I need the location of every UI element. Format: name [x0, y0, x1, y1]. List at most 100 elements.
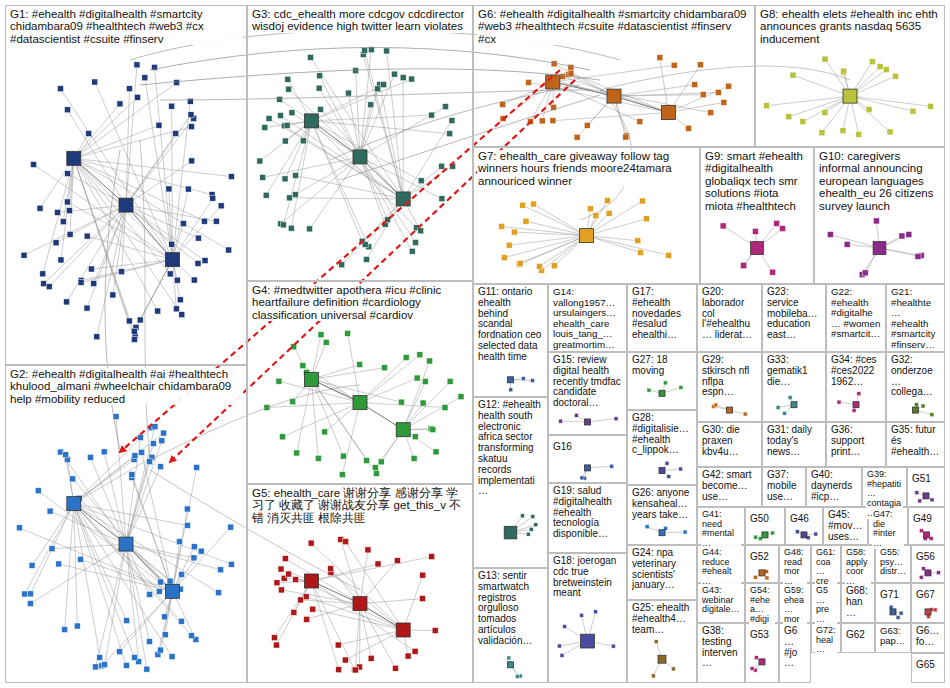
edge-line — [366, 199, 403, 259]
vertex-dot — [906, 232, 912, 238]
group-box: G16 — [548, 435, 627, 483]
vertex-dot — [180, 221, 186, 227]
vertex-dot — [771, 531, 775, 535]
edge-line — [126, 544, 221, 570]
edge-line — [387, 51, 404, 199]
edge-line — [126, 134, 176, 206]
group-heading: G71 — [879, 590, 900, 601]
group-box: G55: psy… distr… — [875, 545, 911, 583]
vertex-dot — [708, 110, 714, 116]
vertex-dot — [692, 82, 698, 88]
vertex-dot — [339, 472, 345, 478]
vertex-dot — [303, 594, 309, 600]
group-box: G47: die #inter… — [868, 507, 908, 545]
vertex-dot — [754, 656, 758, 660]
group-box: G2: #ehealth #digitalhealth #ai #healtht… — [5, 365, 247, 683]
vertex-dot — [66, 208, 72, 214]
hub-vertex — [727, 407, 733, 413]
vertex-dot — [226, 247, 232, 253]
group-box: G9: smart #ehealth #digitalhealth global… — [700, 147, 814, 284]
group-heading: G67 — [915, 590, 936, 601]
group-heading: G49 — [912, 514, 933, 525]
vertex-dot — [368, 102, 374, 108]
hub-vertex — [165, 253, 179, 267]
group-box: G15: review digital health recently tmdf… — [548, 352, 627, 435]
edge-line — [126, 544, 139, 662]
vertex-dot — [188, 124, 194, 130]
edge-line — [126, 205, 205, 260]
vertex-dot — [774, 220, 780, 226]
vertex-dot — [277, 96, 283, 102]
group-heading: G23: service mobileba… education east… — [766, 287, 822, 341]
vertex-dot — [638, 250, 644, 256]
group-heading: G38: testing interven… — [701, 626, 741, 669]
hub-vertex — [67, 151, 81, 165]
edge-line — [74, 158, 232, 176]
vertex-dot — [666, 252, 672, 258]
vertex-dot — [765, 576, 769, 580]
vertex-dot — [304, 616, 310, 622]
hub-vertex — [853, 402, 859, 408]
vertex-dot — [300, 138, 306, 144]
vertex-dot — [187, 98, 193, 104]
vertex-dot — [594, 610, 598, 614]
vertex-dot — [936, 571, 940, 575]
vertex-dot — [169, 103, 175, 109]
vertex-dot — [837, 400, 841, 404]
vertex-dot — [726, 83, 732, 89]
group-box: G52 — [745, 545, 779, 583]
vertex-dot — [282, 138, 288, 144]
vertex-dot — [520, 202, 526, 208]
vertex-dot — [574, 413, 578, 417]
vertex-dot — [679, 467, 683, 471]
vertex-dot — [273, 642, 279, 648]
edge-line — [74, 504, 219, 593]
edge-line — [290, 198, 404, 199]
edge-line — [588, 466, 612, 468]
edge-line — [295, 157, 360, 195]
hub-vertex — [607, 89, 621, 103]
vertex-dot — [458, 394, 464, 400]
vertex-dot — [353, 68, 359, 74]
hub-vertex — [504, 526, 517, 539]
vertex-dot — [291, 609, 297, 615]
vertex-dot — [97, 654, 103, 660]
group-box: G34: #ces #ces2022 1962… — [826, 352, 886, 422]
vertex-dot — [155, 308, 161, 314]
group-box: G20: laborador col l'#ehealthu… liderat… — [697, 284, 762, 352]
vertex-dot — [534, 523, 538, 527]
vertex-dot — [126, 318, 132, 324]
edge-line — [79, 498, 172, 591]
vertex-dot — [584, 122, 590, 128]
group-box: G71 — [875, 583, 911, 623]
group-box: G38: testing interven… — [697, 623, 745, 683]
vertex-dot — [523, 218, 529, 224]
vertex-dot — [400, 75, 406, 81]
edge-line — [266, 121, 311, 195]
vertex-dot — [511, 229, 517, 235]
vertex-dot — [117, 649, 123, 655]
vertex-dot — [67, 231, 73, 237]
group-box: G21: #healthte… #ehealth #smartcity #fin… — [886, 284, 945, 352]
vertex-dot — [893, 73, 899, 79]
edge-line — [276, 581, 311, 645]
vertex-dot — [307, 54, 313, 60]
group-heading: G52 — [749, 552, 770, 563]
vertex-dot — [101, 449, 107, 455]
vertex-dot — [364, 457, 370, 463]
vertex-dot — [102, 662, 108, 668]
vertex-dot — [173, 131, 179, 137]
edge-line — [830, 235, 879, 248]
vertex-dot — [418, 178, 424, 184]
group-box: G65 — [911, 653, 945, 683]
vertex-dot — [16, 525, 22, 531]
link-line — [330, 85, 580, 160]
vertex-dot — [218, 203, 224, 209]
vertex-dot — [131, 328, 137, 334]
group-heading: G11: ontario ehealth behind scandal ford… — [477, 287, 544, 363]
vertex-dot — [185, 522, 191, 528]
group-box: G19: salud #digitalhealth #ehealth tecno… — [548, 483, 627, 553]
group-box: G51 — [907, 467, 945, 507]
edge-line — [311, 368, 384, 380]
group-box: G33: gematik1 die… — [762, 352, 826, 422]
